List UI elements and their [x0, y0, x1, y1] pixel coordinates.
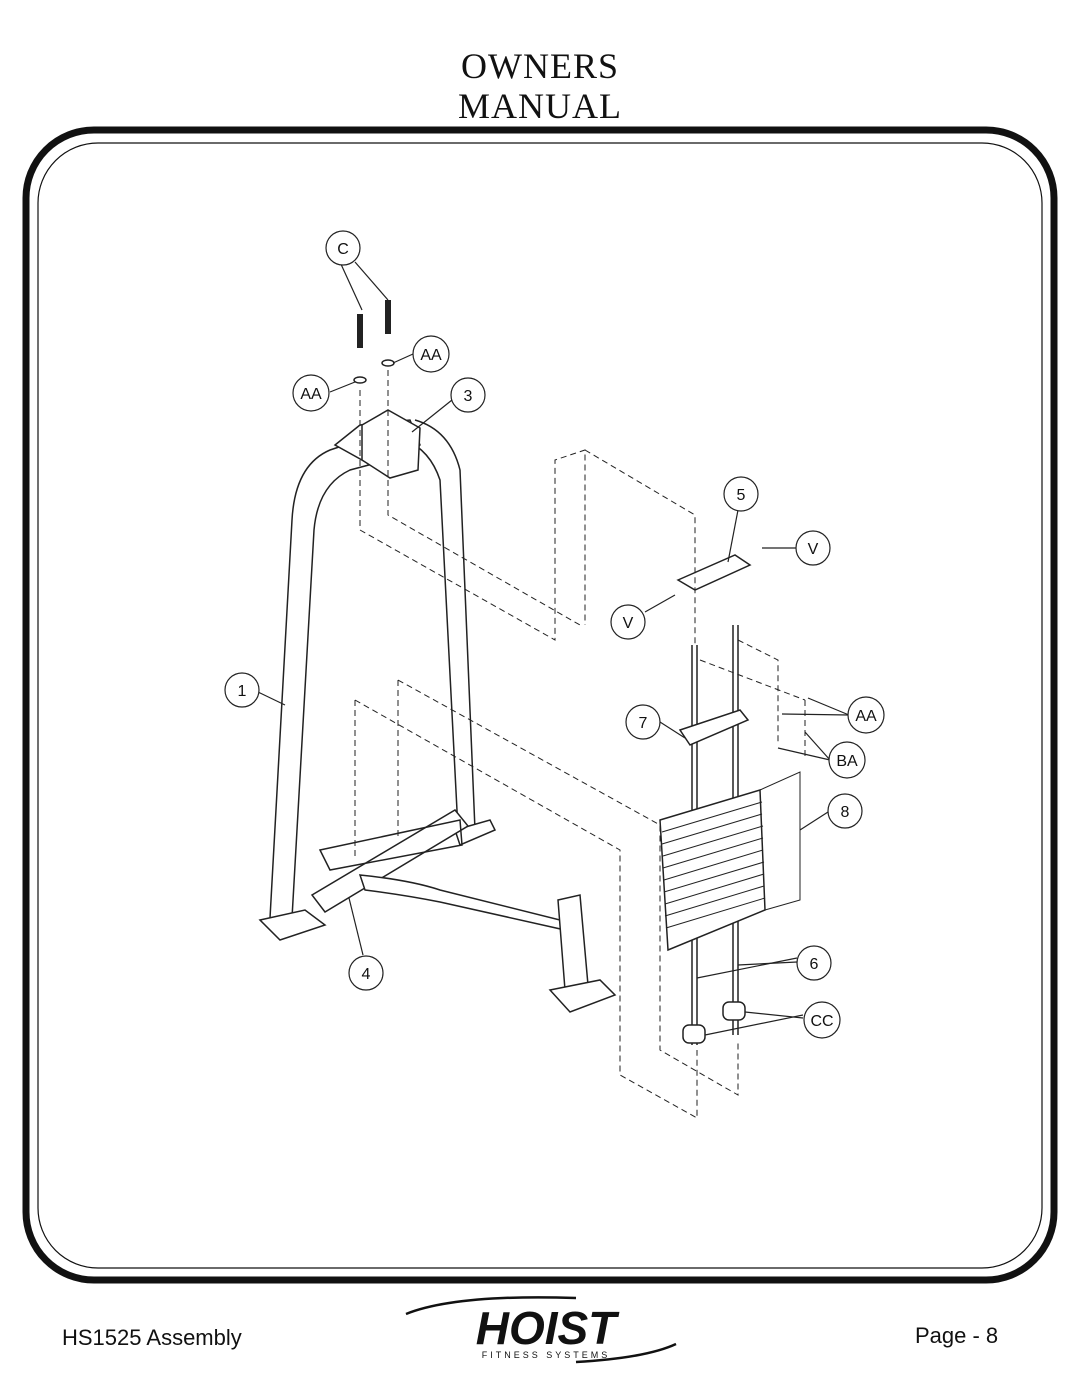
assembly-guide-lines [354, 370, 806, 1119]
callout-aa-top-label: AA [420, 347, 442, 364]
callout-cc-circle [803, 1001, 841, 1039]
weight-stack [659, 554, 766, 1045]
manual-title-line2: MANUAL [458, 86, 622, 126]
callout-v-right-label: V [808, 541, 819, 558]
callout-6-circle [796, 945, 832, 981]
callout-7-label: 7 [639, 715, 648, 732]
callout-aa-top-circle [412, 335, 450, 373]
callout-aa-right-label: AA [855, 708, 877, 725]
callout-1-circle [224, 672, 260, 708]
logo-main-text: HOIST [476, 1302, 620, 1354]
callout-3-circle [450, 377, 486, 413]
footer-page-number: Page - 8 [915, 1323, 999, 1348]
callout-cc-label: CC [810, 1013, 833, 1030]
callout-8-label: 8 [841, 804, 850, 821]
hoist-logo: HOIST FITNESS SYSTEMS [405, 1296, 677, 1364]
main-frame-part-1 [258, 409, 617, 1013]
callout-5-label: 5 [737, 487, 746, 504]
footer-model: HS1525 Assembly [62, 1325, 242, 1350]
callout-ba-circle [828, 741, 866, 779]
callout-aa-right-circle [847, 696, 885, 734]
inner-frame [37, 142, 1043, 1269]
callout-v-left-circle [610, 604, 646, 640]
callout-ba-label: BA [836, 753, 858, 770]
callout-v-right-circle [795, 530, 831, 566]
logo-sub-text: FITNESS SYSTEMS [482, 1350, 611, 1360]
callout-4-circle [348, 955, 384, 991]
manual-title-line1: OWNERS [461, 46, 619, 86]
callout-v-left-label: V [623, 615, 634, 632]
callout-aa-left-label: AA [300, 386, 322, 403]
outer-frame [22, 126, 1058, 1284]
callout-3-label: 3 [464, 388, 473, 405]
callout-6-label: 6 [810, 956, 819, 973]
callout-5-circle [723, 476, 759, 512]
callout-4-label: 4 [362, 966, 371, 983]
callout-1-label: 1 [238, 683, 247, 700]
bolts-c [357, 300, 391, 348]
callout-c-circle [325, 230, 361, 266]
callout-8-circle [827, 793, 863, 829]
callout-aa-left-circle [292, 374, 330, 412]
callout-7-circle [625, 704, 661, 740]
part8-bracket [759, 771, 801, 911]
callout-c-label: C [337, 241, 349, 258]
